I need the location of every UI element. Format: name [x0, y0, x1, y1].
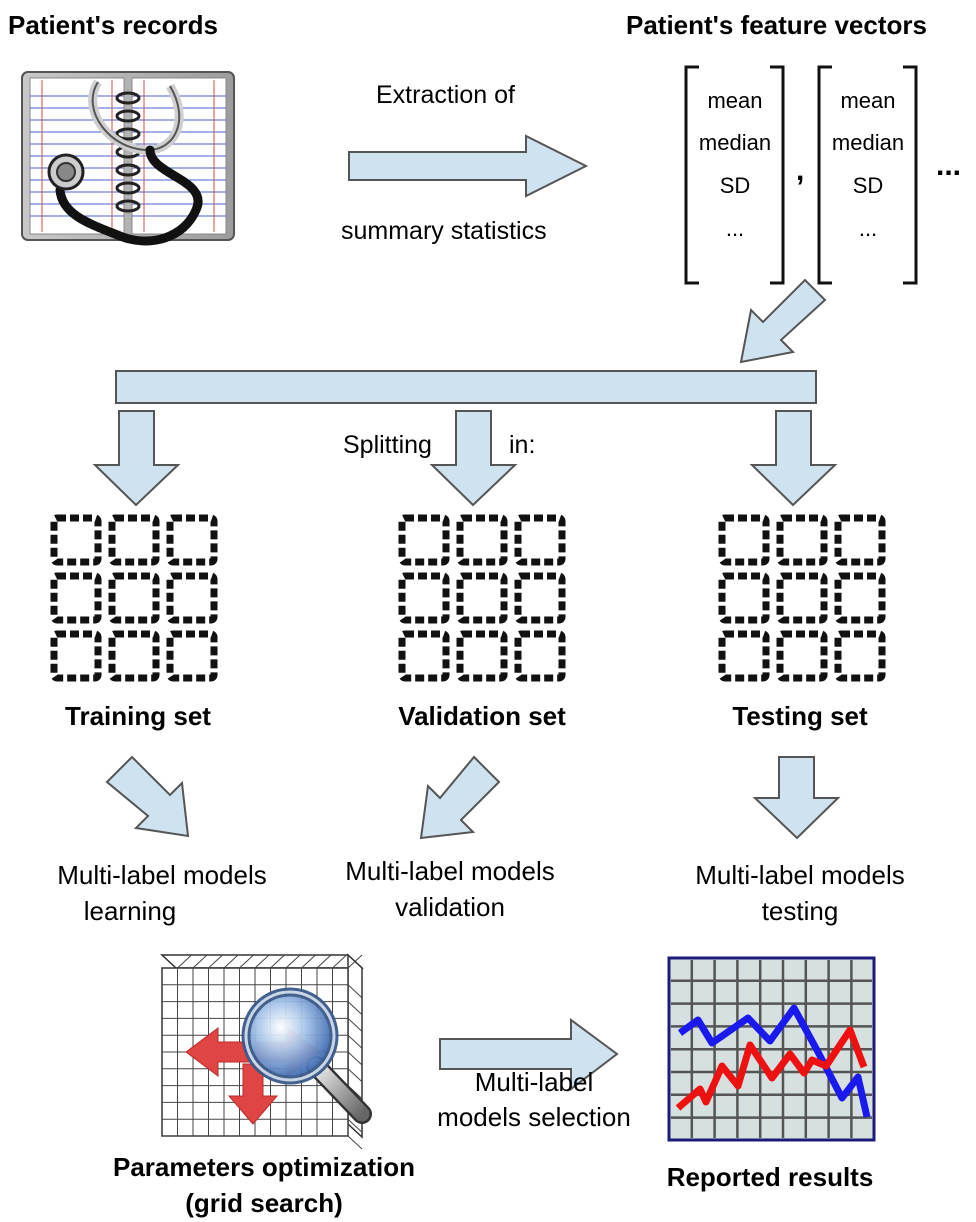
features-title: Patient's feature vectors: [626, 10, 927, 40]
learning-label-line2: learning: [84, 896, 177, 926]
vector1-item-ellipsis: ...: [726, 216, 744, 241]
results-series-blue: [677, 1004, 871, 1118]
results-title: Reported results: [667, 1162, 874, 1192]
selection-label-line1: Multi-label: [475, 1067, 594, 1097]
splitting-label-left: Splitting: [343, 431, 432, 459]
vector1-item-mean: mean: [707, 88, 762, 113]
vector1-item-median: median: [699, 130, 771, 155]
extraction-label-line1: Extraction of: [376, 81, 515, 109]
testing-set-label: Testing set: [732, 701, 868, 731]
grid-search-label-line2: (grid search): [185, 1188, 343, 1218]
vector-separator: ,: [796, 154, 804, 187]
feature-vector-1: mean median SD ...: [684, 65, 785, 285]
vector1-item-sd: SD: [720, 173, 751, 198]
extraction-label-line2: summary statistics: [341, 217, 547, 245]
validation-data-grid: [398, 514, 566, 682]
vectors-more: ...: [936, 149, 961, 182]
testing-data-grid: [718, 514, 886, 682]
split-arrow-validation: [429, 410, 518, 507]
testing-models-label-line2: testing: [762, 896, 839, 926]
results-series-red: [675, 1026, 868, 1111]
grid-search-icon: [160, 953, 372, 1150]
split-arrow-training: [92, 410, 181, 507]
validation-models-label-line1: Multi-label models: [345, 856, 555, 886]
patient-records-icon: [21, 71, 235, 246]
records-title: Patient's records: [8, 10, 218, 40]
splitting-bar: [115, 370, 817, 404]
validation-to-models-arrow: [419, 755, 501, 840]
validation-set-label: Validation set: [398, 701, 566, 731]
split-arrow-testing: [749, 410, 838, 507]
testing-models-label-line1: Multi-label models: [695, 860, 905, 890]
vector2-item-median: median: [832, 130, 904, 155]
vector2-item-sd: SD: [853, 173, 884, 198]
selection-arrow: [439, 1018, 619, 1092]
splitting-label-right: in:: [509, 431, 535, 459]
vector2-item-ellipsis: ...: [859, 216, 877, 241]
validation-models-label-line2: validation: [395, 892, 505, 922]
testing-to-models-arrow: [752, 756, 841, 840]
extraction-arrow: [348, 134, 589, 198]
features-to-split-arrow: [739, 278, 827, 364]
feature-vector-2: mean median SD ...: [817, 65, 918, 285]
training-data-grid: [50, 514, 218, 682]
training-to-learning-arrow: [105, 755, 190, 838]
vector2-item-mean: mean: [840, 88, 895, 113]
grid-search-label-line1: Parameters optimization: [113, 1152, 415, 1182]
reported-results-chart-icon: [667, 956, 876, 1142]
learning-label-line1: Multi-label models: [57, 860, 267, 890]
training-set-label: Training set: [65, 701, 211, 731]
selection-label-line2: models selection: [437, 1102, 631, 1132]
